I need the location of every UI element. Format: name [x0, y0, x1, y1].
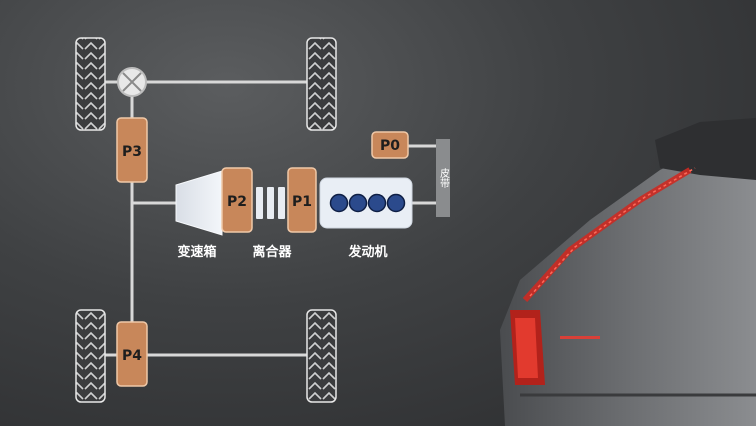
module-p3: P3: [116, 117, 148, 183]
car-rear-image: [500, 118, 756, 426]
module-p2: P2: [221, 167, 253, 233]
tires: [75, 37, 337, 403]
front-right-tire-icon: [306, 37, 337, 131]
belt-bar: 皮带: [436, 139, 450, 217]
front-left-tire-icon: [75, 37, 106, 131]
engine-label: 发动机: [347, 244, 387, 260]
belt-label: 皮带: [438, 167, 450, 189]
clutch-label: 离合器: [252, 244, 292, 260]
engine-block: [319, 177, 413, 229]
module-p0-label: P0: [380, 138, 400, 154]
module-p4: P4: [116, 321, 148, 387]
module-p4-label: P4: [122, 348, 142, 364]
module-p1: P1: [287, 167, 317, 233]
rear-left-tire-icon: [75, 309, 106, 403]
module-p3-label: P3: [122, 144, 142, 160]
clutch-plates: [256, 187, 285, 219]
rear-right-tire-icon: [306, 309, 337, 403]
gearbox-label: 变速箱: [177, 244, 216, 260]
module-p0: P0: [371, 131, 409, 159]
module-p2-label: P2: [227, 194, 247, 210]
differential-cross-icon: [117, 67, 147, 97]
module-p1-label: P1: [292, 194, 312, 210]
gearbox-block: [175, 170, 223, 236]
